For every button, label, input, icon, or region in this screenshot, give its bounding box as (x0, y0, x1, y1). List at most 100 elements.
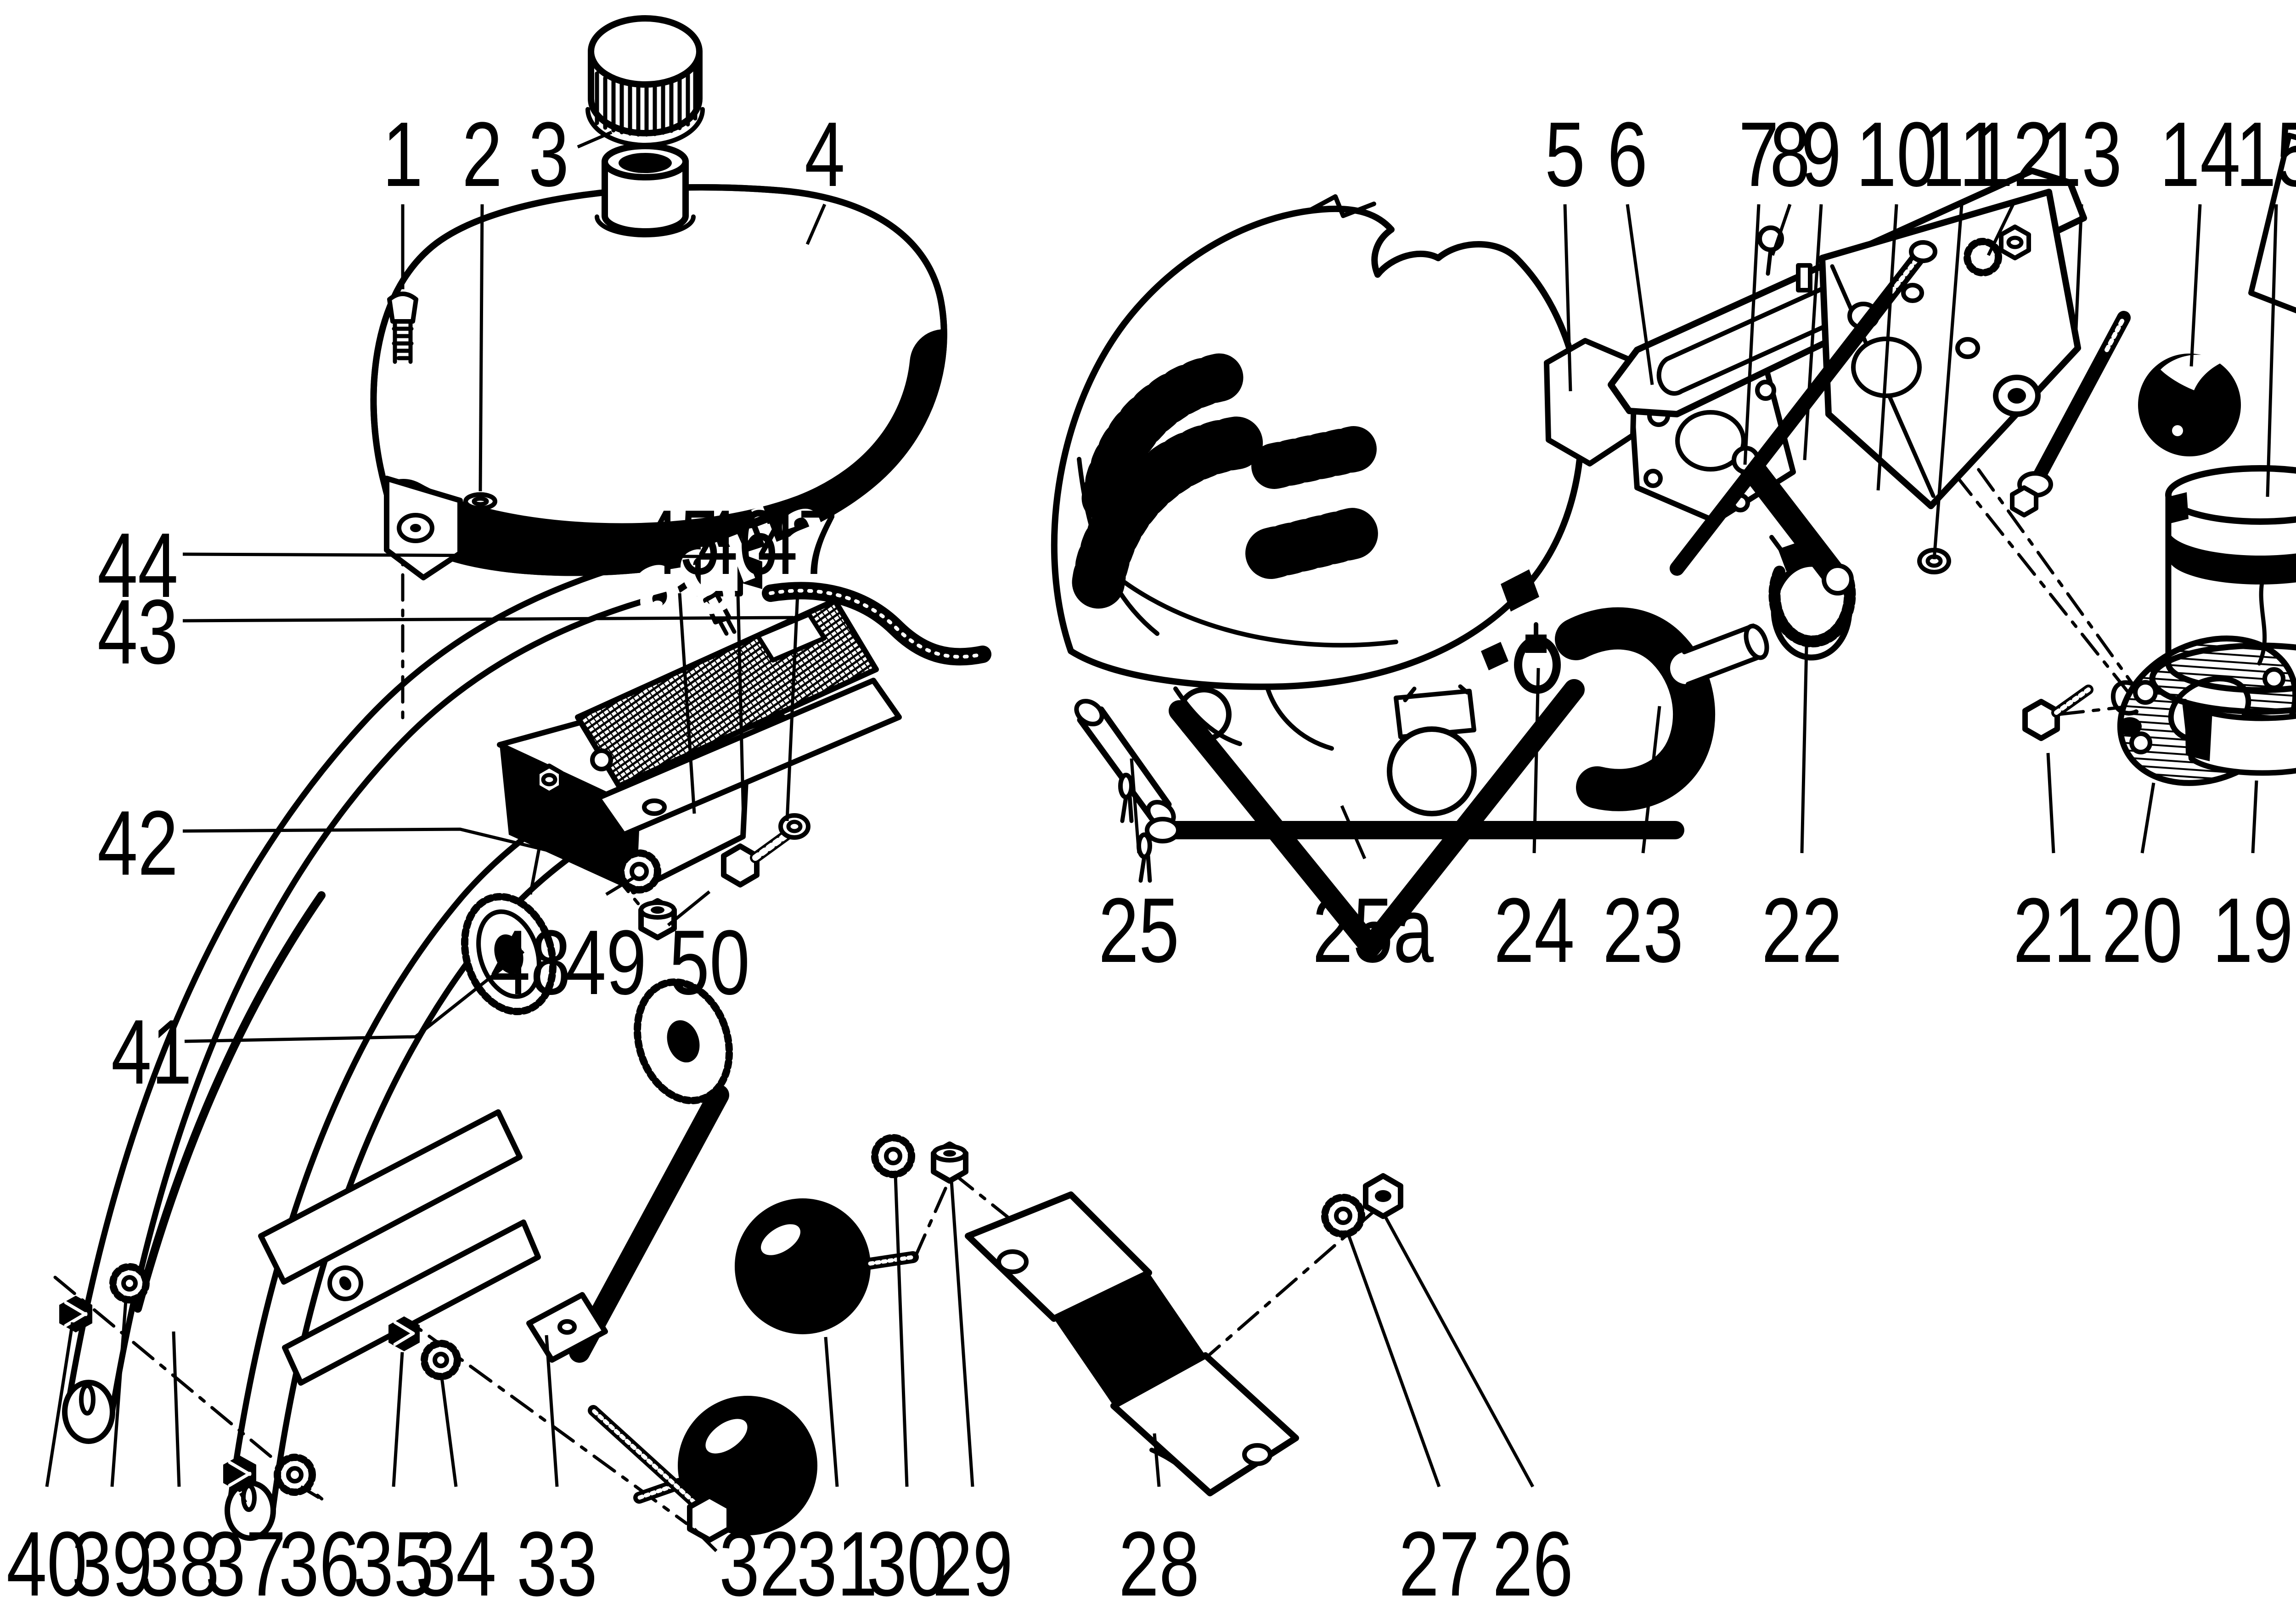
filler-cap (585, 15, 705, 147)
part-label-15: 15 (2236, 103, 2296, 206)
part-label-26: 26 (1492, 1513, 1573, 1607)
part-label-39: 39 (72, 1513, 152, 1607)
leader-line-20 (2140, 782, 2155, 854)
leader-line-33 (545, 1335, 559, 1487)
bent-rod-25a (1145, 679, 1684, 957)
leader-line-48 (529, 795, 551, 895)
star-washer-30 (871, 1134, 915, 1178)
leader-line-32 (693, 1528, 718, 1552)
part-label-45: 45 (639, 491, 720, 594)
rubber-buffers (633, 1198, 919, 1535)
vent-slots (1072, 415, 1273, 609)
part-label-6: 6 (1607, 103, 1648, 206)
leader-line-38 (172, 1331, 181, 1487)
leader-line-44 (182, 552, 704, 558)
part-label-11: 11 (1921, 103, 2002, 206)
part-label-13: 13 (2041, 103, 2122, 206)
serrated-disc-upper (461, 893, 557, 1016)
part-label-3: 3 (529, 103, 569, 206)
leader-line-46 (736, 593, 746, 838)
tank-screw (387, 292, 418, 364)
flat-link-25 (1074, 699, 1176, 883)
serrated-disc-lower (634, 978, 733, 1104)
hex-nut-26 (1363, 1173, 1403, 1219)
part-label-5: 5 (1545, 103, 1585, 206)
star-washer-49 (617, 849, 661, 893)
part-label-33: 33 (517, 1513, 597, 1607)
carburetor (1387, 642, 1508, 816)
part-label-32: 32 (719, 1513, 800, 1607)
leader-line-10 (1876, 204, 1898, 491)
leader-line-27 (1345, 1231, 1441, 1488)
bolt-32 (588, 1405, 732, 1543)
part-label-1: 1 (383, 103, 423, 206)
part-label-7: 7 (1739, 103, 1779, 206)
heat-shield (575, 598, 902, 837)
seal-ring (463, 492, 497, 511)
leader-line-30 (894, 1175, 909, 1487)
leader-line-49 (605, 875, 637, 896)
part-label-34: 34 (416, 1513, 496, 1607)
leader-line-22 (1800, 646, 1808, 854)
part-label-25a: 25a (1312, 879, 1434, 982)
part-label-24: 24 (1494, 879, 1575, 982)
leader-line-42 (182, 827, 563, 856)
leader-line-41 (184, 950, 525, 1043)
hex-nut-29 (931, 1141, 968, 1184)
lever-pin (1796, 263, 1812, 292)
part-label-9: 9 (1801, 103, 1841, 206)
leader-line-35 (392, 1352, 404, 1487)
part-label-43: 43 (97, 581, 178, 683)
star-washer-39 (109, 1263, 150, 1304)
support-bracket-28 (965, 1191, 1299, 1496)
leader-line-8 (1771, 203, 1792, 256)
fuel-tap (648, 520, 762, 636)
leader-line-25 (1130, 758, 1141, 854)
tube-flat-end (569, 1084, 729, 1363)
part-label-23: 23 (1603, 879, 1683, 982)
leader-line-23 (1641, 706, 1661, 854)
part-label-48: 48 (490, 911, 571, 1014)
part-label-14: 14 (2160, 103, 2240, 206)
part-label-27: 27 (1399, 1513, 1480, 1607)
part-label-44: 44 (97, 514, 178, 617)
leader-line-25a (1340, 805, 1367, 860)
leader-line-39 (110, 1300, 128, 1487)
leader-line-47 (785, 593, 799, 821)
part-label-21: 21 (2013, 879, 2094, 982)
vent-slots (1245, 506, 1386, 579)
hex-nut-50 (638, 898, 677, 940)
shield-bolt (721, 813, 810, 888)
leader-line-34 (440, 1377, 458, 1487)
part-label-37: 37 (205, 1513, 286, 1607)
leader-line-9 (1803, 204, 1823, 461)
fuel-hose (762, 582, 991, 666)
leader-line-12 (1986, 203, 2015, 256)
leader-line-13 (2074, 204, 2083, 339)
cotter-pin (1118, 773, 1134, 799)
filler-neck (595, 143, 696, 237)
part-label-30: 30 (867, 1513, 947, 1607)
hex-nut-48 (535, 764, 563, 796)
air-filter (2022, 465, 2296, 786)
hex-nut-37 (223, 1455, 256, 1492)
part-label-28: 28 (1119, 1513, 1199, 1607)
leader-line-15 (2266, 204, 2278, 497)
leader-line-21 (2046, 753, 2055, 854)
star-washer-36 (274, 1454, 316, 1496)
blower-housing (1051, 194, 1585, 751)
rubber-buffer-upper (735, 1198, 919, 1334)
leader-line-6 (1626, 204, 1654, 385)
hex-nut-35 (388, 1316, 420, 1351)
part-label-4: 4 (805, 103, 845, 206)
shield-bolt-washer (778, 813, 810, 840)
part-label-47: 47 (757, 491, 838, 594)
corner-bracket (2248, 133, 2296, 314)
part-label-20: 20 (2102, 879, 2183, 982)
leader-line-28 (1153, 1433, 1161, 1487)
leader-line-2 (478, 204, 484, 492)
leader-line-14 (2189, 204, 2202, 367)
part-label-41: 41 (111, 1001, 192, 1103)
part-label-38: 38 (139, 1513, 219, 1607)
